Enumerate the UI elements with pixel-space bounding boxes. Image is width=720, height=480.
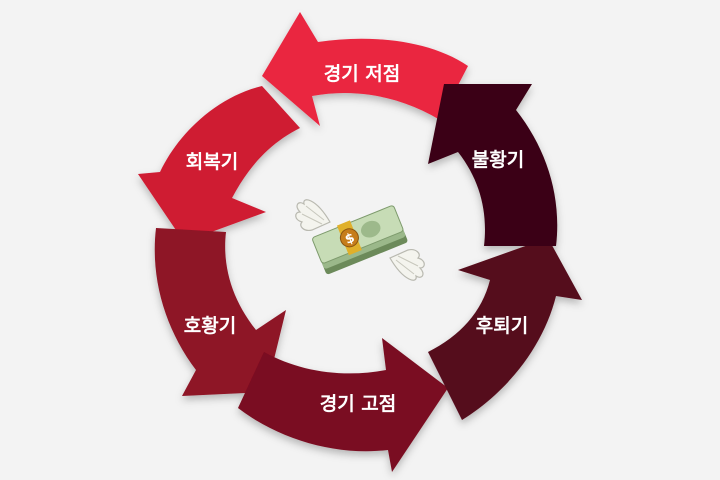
- label-peak: 경기 고점: [320, 393, 397, 415]
- money-with-wings-icon: $: [295, 199, 425, 281]
- label-slump: 불황기: [472, 148, 524, 171]
- arrow-boom: [154, 228, 286, 396]
- arrow-slump: [428, 84, 558, 246]
- arrow-recovery: [138, 86, 300, 242]
- arrow-peak: [238, 338, 448, 472]
- label-recovery: 회복기: [186, 151, 238, 173]
- banknote-stack-icon: $: [312, 205, 408, 275]
- arrow-recession: [428, 238, 582, 420]
- arrow-trough: [262, 12, 468, 126]
- label-recession: 후퇴기: [476, 315, 528, 337]
- label-boom: 호황기: [184, 314, 236, 337]
- right-wing-icon: [389, 249, 425, 281]
- label-trough: 경기 저점: [324, 63, 401, 85]
- left-wing-icon: [295, 199, 331, 231]
